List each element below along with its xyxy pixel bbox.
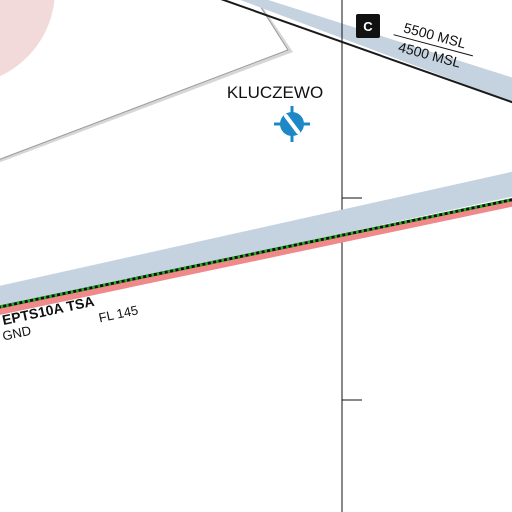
restricted-zone-area-inner — [0, 0, 55, 85]
tsa-lower-limit-label: GND — [1, 323, 32, 344]
tsa-red-edge — [0, 199, 512, 315]
airport-name-label: KLUCZEWO — [227, 83, 323, 102]
airspace-class-letter: C — [363, 19, 373, 34]
tsa-band — [0, 171, 512, 308]
airspace-limit-divider — [393, 34, 473, 57]
airspace-boundary-band-upper — [240, 0, 512, 102]
tsa-upper-limit-label: FL 145 — [97, 302, 139, 325]
airport-icon[interactable] — [274, 106, 310, 142]
zone-boundary — [0, 0, 289, 160]
airspace-boundary-line-upper — [220, 0, 512, 104]
airspace-class-badge — [356, 14, 380, 38]
tsa-boundary-green-dots — [0, 198, 512, 309]
